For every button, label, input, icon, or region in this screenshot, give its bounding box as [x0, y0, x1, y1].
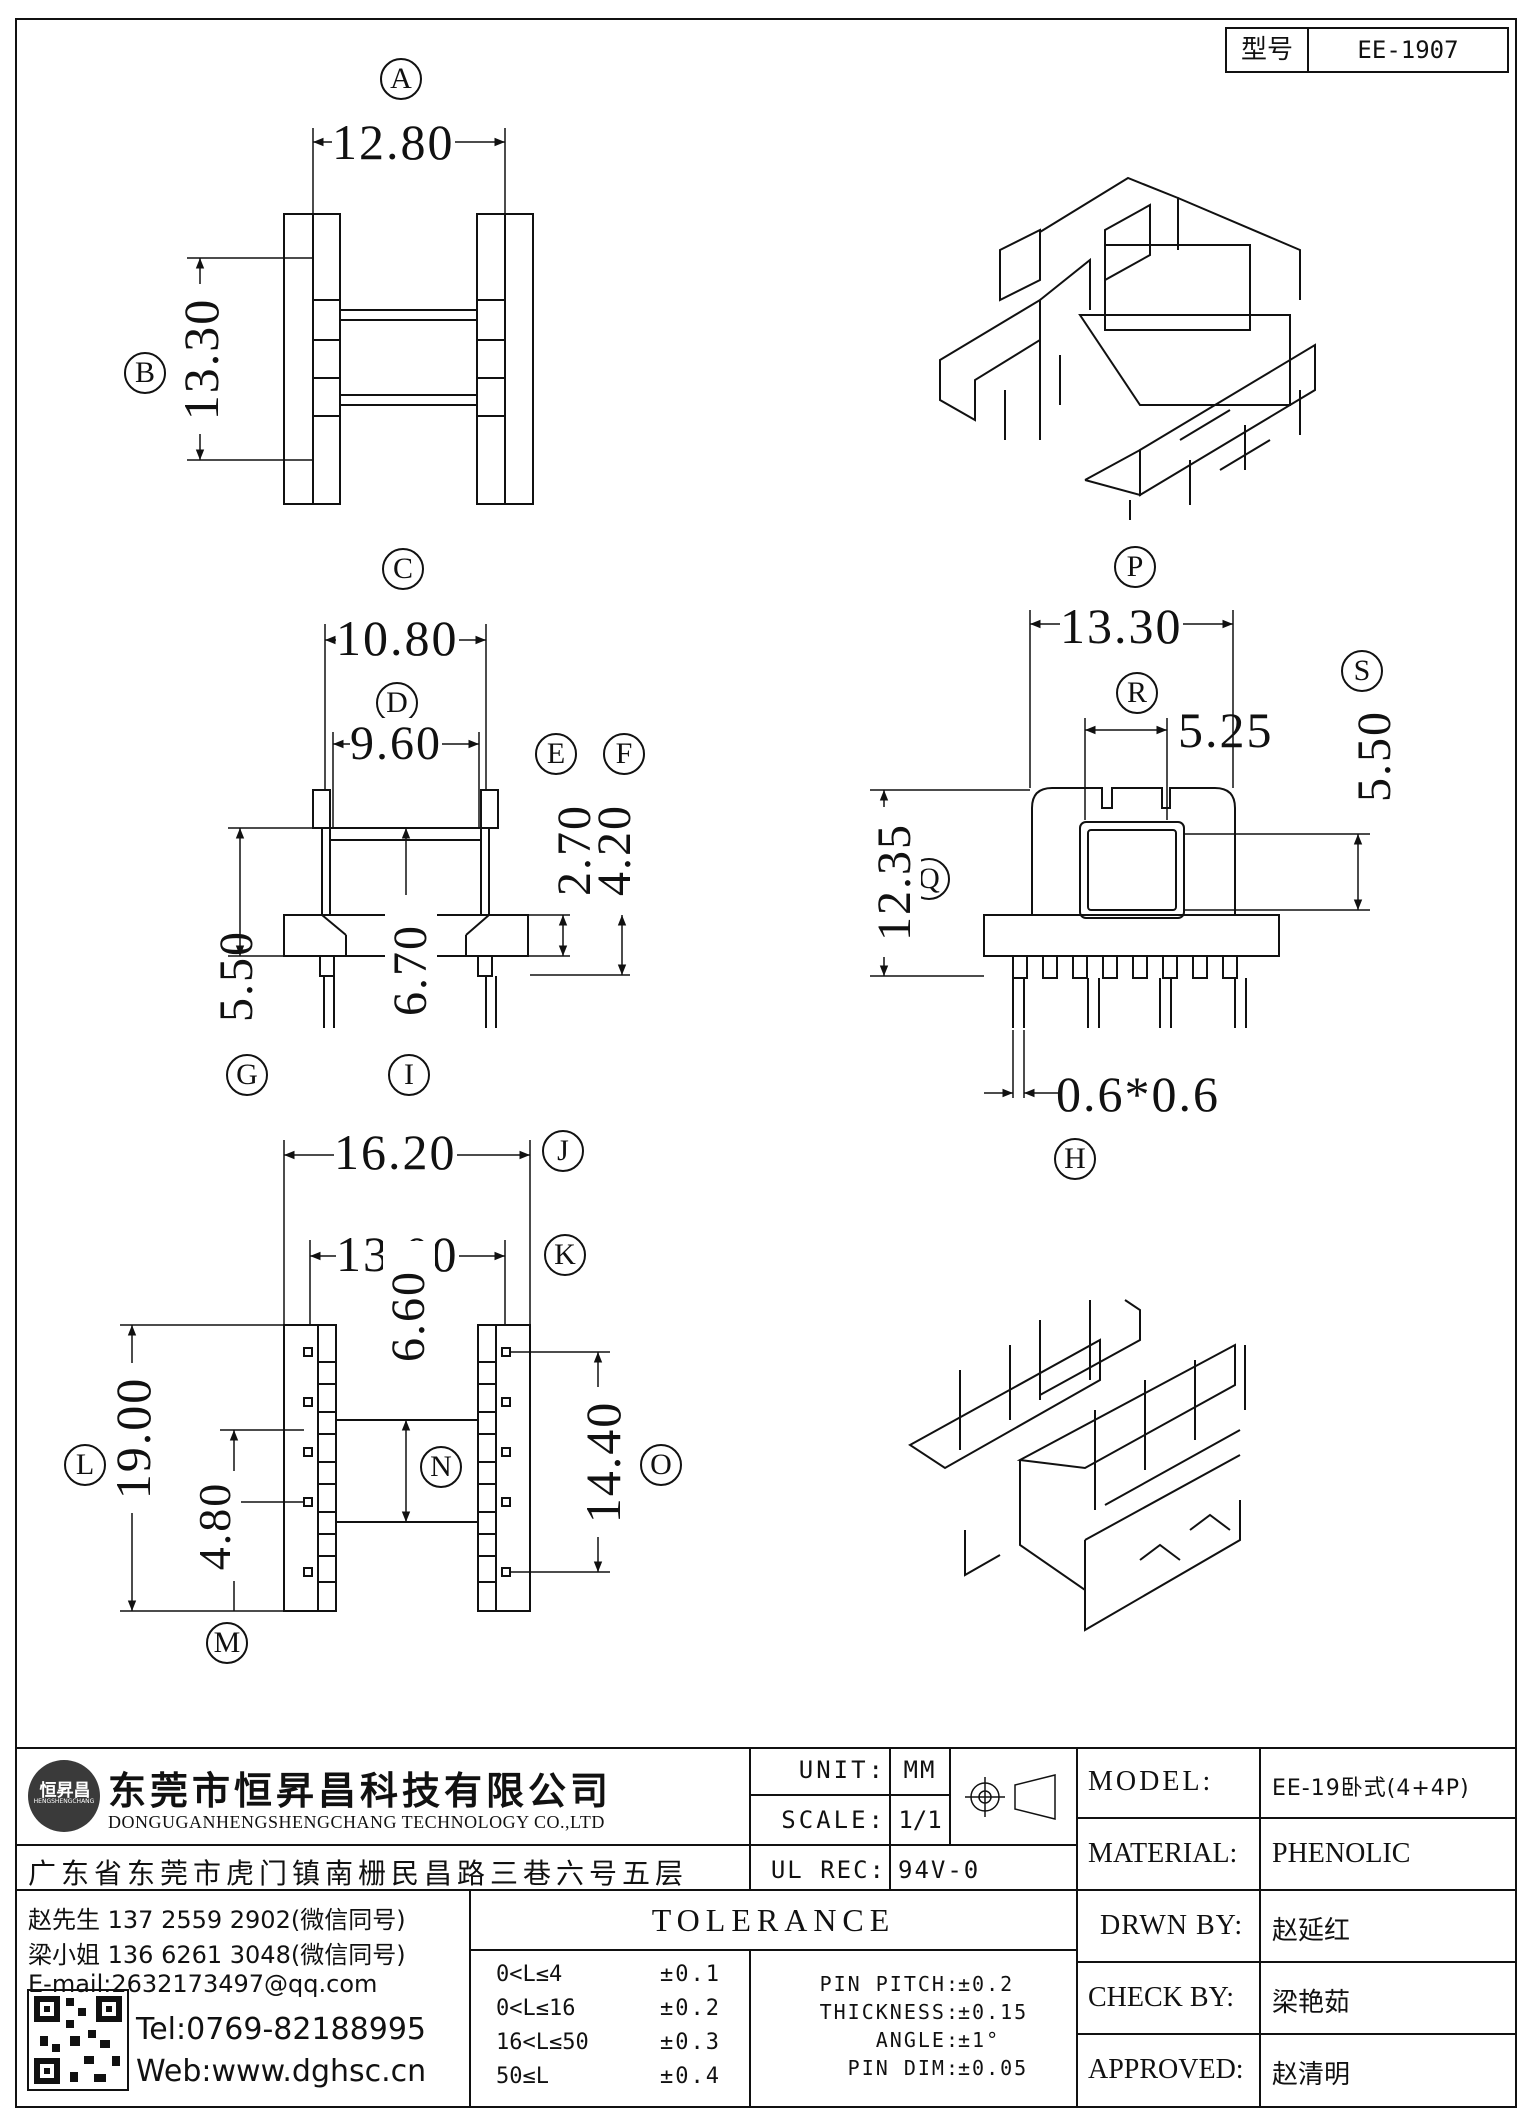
- material-value: PHENOLIC: [1272, 1838, 1411, 1869]
- dim-Q-value: 12.35: [868, 807, 921, 957]
- contact-1: 赵先生 137 2559 2902(微信同号): [28, 1906, 406, 1934]
- callout-P: P: [1114, 546, 1156, 588]
- dim-lines-ab: [187, 128, 506, 461]
- callout-M: M: [206, 1622, 248, 1664]
- type-label: 型号: [1240, 35, 1293, 65]
- dim-D-value: 9.60: [350, 717, 442, 770]
- qr-code: [27, 1989, 129, 2091]
- tol-range-4: 50≤L: [496, 2064, 549, 2089]
- model-label: MODEL:: [1088, 1766, 1214, 1797]
- pin-spec-value-4: ±0.05: [958, 2056, 1029, 2080]
- web: Web:www.dghsc.cn: [136, 2054, 427, 2089]
- dim-J-value: 16.20: [334, 1124, 457, 1180]
- tol-value-1: ±0.1: [660, 1962, 721, 1987]
- isometric-view-bottom: [908, 1299, 1246, 1632]
- tol-value-3: ±0.3: [660, 2030, 721, 2055]
- sheet-border: [15, 18, 1517, 2108]
- isometric-view-top: [939, 176, 1316, 520]
- approved-value: 赵清明: [1272, 2060, 1351, 2090]
- dim-F-value: 4.20: [588, 804, 641, 896]
- title-block-frame: [16, 1747, 1516, 2107]
- bottom-view: [283, 1324, 531, 1612]
- top-view: [283, 213, 534, 505]
- dim-O-value: 14.40: [575, 1387, 631, 1537]
- part-number-box: [1225, 27, 1509, 73]
- pin-spec-label-3: ANGLE:: [875, 2028, 960, 2052]
- dim-P-value: 13.30: [1060, 598, 1183, 654]
- scale-label: SCALE:: [781, 1806, 886, 1834]
- pin-spec-label-1: PIN PITCH:: [819, 1972, 960, 1996]
- material-label: MATERIAL:: [1088, 1838, 1238, 1869]
- callout-S: S: [1341, 650, 1383, 692]
- pin-spec-value-2: ±0.15: [958, 2000, 1029, 2024]
- tol-range-3: 16<L≤50: [496, 2030, 589, 2055]
- pin-spec-label-4: PIN DIM:: [847, 2056, 960, 2080]
- callout-I: I: [388, 1054, 430, 1096]
- dim-G-value: 5.50: [210, 930, 263, 1022]
- model-value: EE-19卧式(4+4P): [1272, 1776, 1470, 1801]
- check-label: CHECK BY:: [1088, 1982, 1235, 2013]
- company-name-cn: 东莞市恒昇昌科技有限公司: [108, 1769, 613, 1813]
- callout-K: K: [544, 1234, 586, 1276]
- dim-L-value: 19.00: [105, 1363, 161, 1513]
- tol-value-4: ±0.4: [660, 2064, 721, 2089]
- dim-H-value: 0.6*0.6: [1056, 1066, 1220, 1122]
- email: E-mail:2632173497@qq.com: [28, 1970, 378, 1998]
- company-name-en: DONGUGANHENGSHENGCHANG TECHNOLOGY CO.,LT…: [108, 1812, 605, 1832]
- callout-E: E: [535, 733, 577, 775]
- callout-N: N: [420, 1446, 462, 1488]
- logo-text: 恒昇昌: [39, 1781, 91, 1801]
- part-number: EE-1907: [1357, 36, 1459, 64]
- drawn-label: DRWN BY:: [1100, 1910, 1244, 1941]
- unit-label: UNIT:: [798, 1756, 886, 1784]
- tol-value-2: ±0.2: [660, 1996, 721, 2021]
- ulrec-value: 94V-0: [898, 1856, 981, 1884]
- ulrec-label: UL REC:: [770, 1856, 886, 1884]
- side-view: [983, 787, 1280, 1028]
- dim-A-value: 12.80: [332, 114, 455, 170]
- dim-B-value: 13.30: [173, 284, 229, 434]
- callout-F: F: [603, 733, 645, 775]
- dim-R-value: 5.25: [1178, 702, 1274, 758]
- pin-spec-value-1: ±0.2: [958, 1972, 1015, 1996]
- tol-range-2: 0<L≤16: [496, 1996, 576, 2021]
- company-address: 广东省东莞市虎门镇南栅民昌路三巷六号五层: [28, 1857, 689, 1890]
- unit-value: MM: [903, 1756, 937, 1784]
- check-value: 梁艳茹: [1272, 1988, 1351, 2018]
- callout-O: O: [640, 1444, 682, 1486]
- dim-M-value: 4.80: [189, 1471, 241, 1581]
- callout-C: C: [382, 548, 424, 590]
- callout-J: J: [542, 1130, 584, 1172]
- callout-L: L: [64, 1444, 106, 1486]
- scale-value: 1/1: [898, 1806, 942, 1834]
- logo-subtext: HENGSHENGCHANG: [33, 1798, 95, 1805]
- callout-G: G: [226, 1054, 268, 1096]
- tolerance-title: TOLERANCE: [651, 1902, 896, 1938]
- pin-spec-label-2: THICKNESS:: [819, 2000, 960, 2024]
- tel: Tel:0769-82188995: [136, 2012, 426, 2047]
- callout-H: H: [1054, 1138, 1096, 1180]
- dim-S-value: 5.50: [1348, 710, 1401, 802]
- drawn-value: 赵延红: [1272, 1916, 1351, 1946]
- company-logo: [28, 1760, 100, 1832]
- tol-range-1: 0<L≤4: [496, 1962, 563, 1987]
- approved-label: APPROVED:: [1088, 2054, 1244, 2085]
- projection-symbol: [965, 1774, 1056, 1820]
- dim-N-value: 6.60: [382, 1241, 435, 1391]
- callout-A: A: [380, 58, 422, 100]
- callout-B: B: [124, 352, 166, 394]
- contact-2: 梁小姐 136 6261 3048(微信同号): [28, 1941, 406, 1969]
- pin-spec-value-3: ±1°: [958, 2028, 1001, 2052]
- dim-I-value: 6.70: [384, 895, 437, 1045]
- callout-R: R: [1116, 672, 1158, 714]
- dim-C-value: 10.80: [336, 610, 459, 666]
